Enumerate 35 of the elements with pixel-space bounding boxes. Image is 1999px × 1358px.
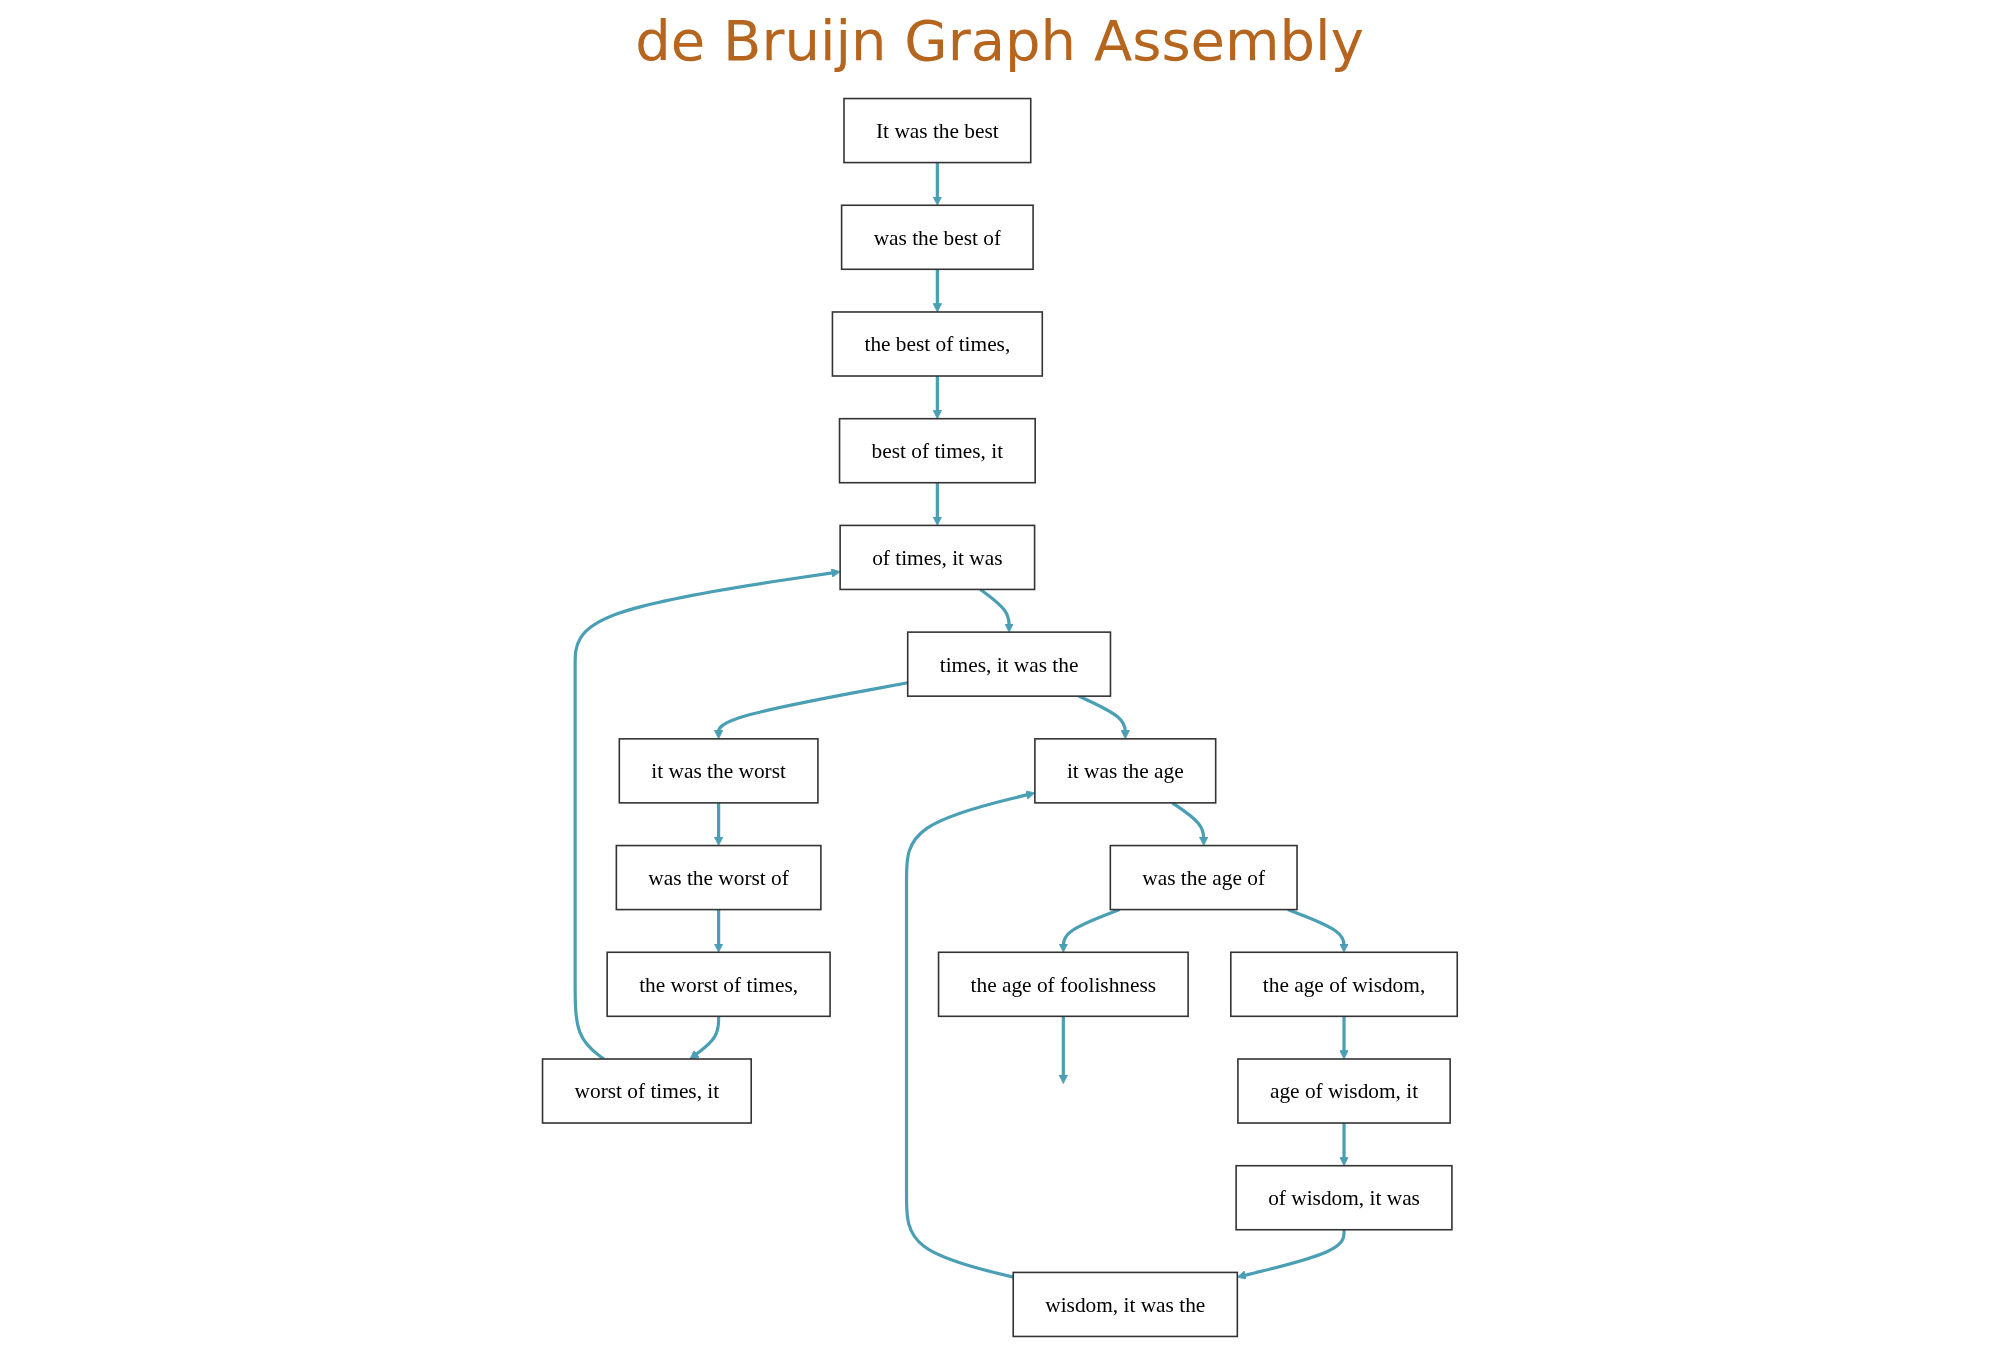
- node-box: wisdom, it was the: [1012, 1271, 1238, 1338]
- arrow: [979, 588, 1014, 633]
- node-box: worst of times, it: [541, 1058, 752, 1124]
- node-box: the best of times,: [831, 311, 1043, 377]
- arrow: [1058, 1016, 1068, 1084]
- node-box: of wisdom, it was: [1234, 1164, 1453, 1231]
- arrow: [1058, 908, 1120, 953]
- arrow: [904, 790, 1035, 1279]
- arrow: [932, 162, 942, 206]
- node-box: of times, it was: [838, 524, 1035, 591]
- arrow: [713, 681, 908, 740]
- node-box: times, it was the: [906, 631, 1111, 697]
- node-box: the age of wisdom,: [1229, 951, 1458, 1018]
- arrow: [689, 1016, 720, 1060]
- node-box: It was the best: [842, 97, 1032, 164]
- node-box: was the age of: [1109, 844, 1298, 911]
- node-box: was the best of: [840, 204, 1034, 271]
- node-box: the worst of times,: [605, 951, 831, 1018]
- arrow: [1171, 801, 1208, 846]
- node-box: it was the worst: [618, 738, 819, 804]
- arrow: [713, 802, 723, 846]
- title: de Bruijn Graph Assembly: [635, 8, 1364, 73]
- node-box: it was the age: [1033, 738, 1217, 804]
- arrow: [1286, 908, 1349, 953]
- node-box: was the worst of: [615, 844, 822, 911]
- node-box: age of wisdom, it: [1236, 1058, 1451, 1124]
- arrow: [1236, 1229, 1346, 1280]
- arrow: [1338, 1016, 1349, 1060]
- arrow: [932, 269, 942, 313]
- node-box: best of times, it: [838, 417, 1036, 484]
- node-box: the age of foolishness: [937, 951, 1189, 1018]
- arrow: [1338, 1123, 1349, 1167]
- arrow: [932, 376, 942, 420]
- arrow: [932, 482, 942, 526]
- arrow: [713, 909, 723, 953]
